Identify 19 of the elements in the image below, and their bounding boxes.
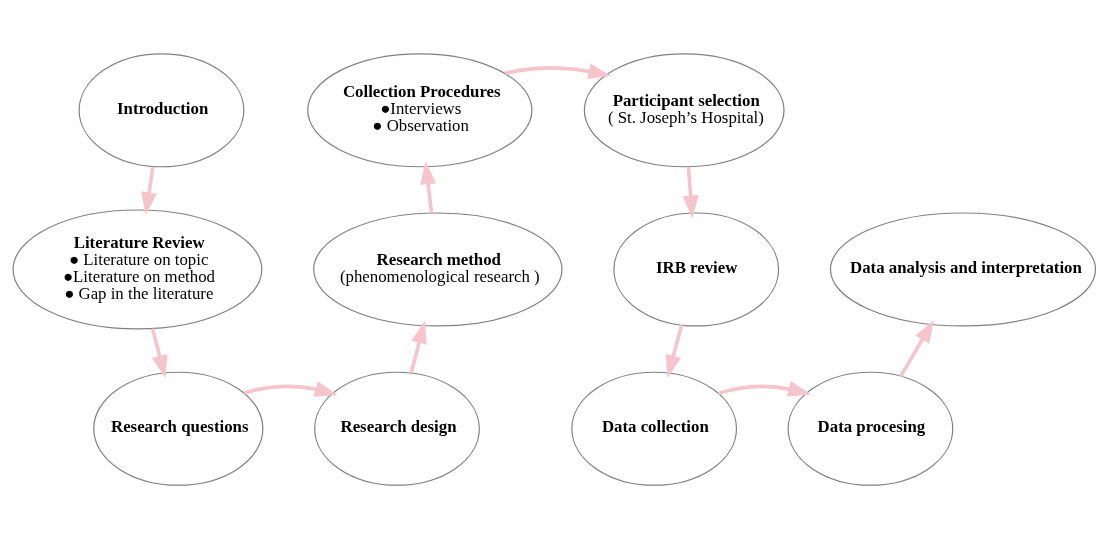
node-ellipse: Research method (phenomenological research ) [313, 212, 563, 327]
arrow [150, 328, 168, 379]
node-ellipse: Research questions [93, 371, 264, 486]
arrow [420, 161, 437, 214]
node-ellipse: Literature Review ● Literature on topic ●Literature on method ● Gap in the literature [12, 209, 263, 330]
arrow [504, 63, 612, 79]
arrow [409, 320, 427, 374]
node-ellipse: Data collection [571, 371, 738, 486]
arrow [243, 381, 338, 397]
node-ellipse: Collection Procedures ●Interviews ● Observation [307, 53, 533, 168]
node-ellipse: IRB review [613, 212, 780, 327]
arrow [141, 166, 157, 216]
arrow [682, 166, 699, 219]
arrow [717, 381, 811, 397]
arrow [665, 324, 684, 378]
node-ellipse: Participant selection ( St. Joseph’s Hospital) [583, 53, 785, 168]
node-ellipse: Data analysis and interpretation [829, 212, 1097, 327]
node-ellipse: Introduction [78, 53, 245, 168]
arrow [899, 319, 934, 377]
